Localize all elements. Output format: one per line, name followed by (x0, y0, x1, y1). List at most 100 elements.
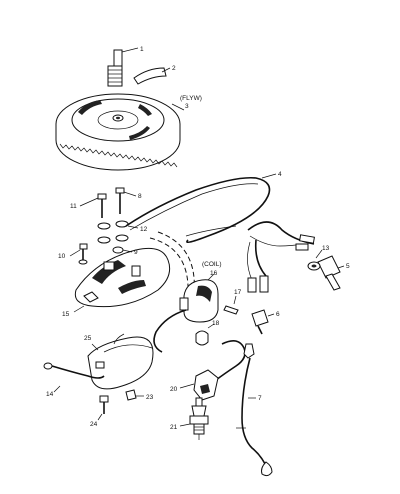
flywheel-nut (107, 65, 123, 87)
leader-5 (337, 265, 345, 269)
leader-24 (97, 413, 103, 421)
leader-20 (179, 383, 195, 389)
boot-group (179, 323, 246, 401)
spark-plug-terminal (195, 397, 203, 407)
switch-group (307, 249, 345, 291)
screw-24-head (99, 395, 109, 403)
small-parts-group (97, 389, 144, 421)
leader-17 (233, 295, 237, 305)
stop-wire-group (236, 343, 273, 477)
stator-coil-b (118, 280, 146, 294)
leader-4 (261, 173, 277, 179)
spark-plug-hex (189, 415, 209, 425)
leader-21 (179, 423, 191, 427)
label-10: 10 (58, 253, 66, 260)
leader-11 (79, 197, 99, 207)
label-8: 8 (138, 193, 142, 200)
screw-11-head (97, 193, 107, 200)
flywheel-group (55, 47, 185, 171)
clip-23 (125, 389, 137, 401)
pin-17 (223, 305, 239, 315)
label-23: 23 (146, 394, 154, 401)
screw-10-washer (78, 259, 88, 265)
label-3: 3 (185, 103, 189, 110)
leader-3 (171, 103, 185, 111)
label-15: 15 (62, 311, 70, 318)
flywheel-vent (138, 104, 152, 116)
bracket-group (43, 333, 154, 393)
plate-arm (113, 333, 125, 345)
coil-tab (179, 297, 189, 311)
ground-eyelet (43, 362, 53, 370)
harness-branch (185, 225, 237, 237)
label-12: 12 (140, 226, 148, 233)
switch-5-body (317, 255, 341, 279)
spark-plug-thread (193, 423, 205, 435)
label-11: 11 (70, 203, 77, 210)
stator-bracket (83, 291, 99, 303)
coil-shade (196, 285, 212, 302)
stator-plate (74, 247, 171, 308)
ground-wire (51, 365, 105, 379)
fastener-group (69, 187, 139, 265)
harness-terminal-b (295, 243, 309, 251)
washer-9 (112, 246, 124, 254)
leader-9 (122, 249, 133, 253)
screw-8-head (115, 187, 125, 194)
label-25: 25 (84, 335, 92, 342)
switch-5-stem (325, 273, 341, 291)
label-21: 21 (170, 424, 178, 431)
label-9: 9 (134, 249, 138, 256)
screw-10-head (79, 243, 88, 250)
flywheel-key (133, 67, 167, 85)
cap-6-pin (257, 325, 263, 335)
label-7: 7 (258, 395, 262, 402)
leader-16 (207, 273, 215, 281)
leader-14 (53, 385, 61, 393)
stop-wire-terminal (243, 343, 255, 359)
throttle-plate (87, 336, 154, 390)
label-5: 5 (346, 263, 350, 270)
cap-6-body (251, 309, 269, 327)
label-24: 24 (90, 421, 98, 428)
leader-15 (73, 305, 85, 313)
stator-group (73, 231, 195, 313)
label-18: 18 (212, 320, 220, 327)
flywheel-magnet-right (129, 126, 150, 140)
label-coil: (COIL) (202, 261, 222, 268)
leader-12 (127, 225, 139, 229)
label-13: 13 (322, 245, 330, 252)
label-2: 2 (172, 65, 176, 72)
harness-lead-d (247, 241, 253, 281)
harness-lead-c (254, 239, 267, 277)
plate-tab (95, 361, 105, 369)
leader-10 (69, 249, 81, 257)
stator-block (131, 265, 141, 277)
leader-1 (121, 47, 139, 53)
washer-12c (97, 236, 111, 244)
leader-6 (267, 313, 275, 317)
label-14: 14 (46, 391, 54, 398)
coil-group (153, 273, 219, 353)
harness-terminal-a (299, 234, 315, 244)
flywheel-hub-hole (116, 116, 120, 120)
spark-plug-group (179, 397, 209, 440)
wire-harness-group (125, 173, 315, 293)
stop-wire-lead (241, 357, 269, 471)
washer-12a (97, 222, 111, 230)
label-20: 20 (170, 386, 178, 393)
label-4: 4 (278, 171, 282, 178)
harness-second-wire (129, 183, 259, 231)
harness-terminal-c (259, 275, 269, 293)
leader-25 (91, 343, 99, 351)
spark-plug-insulator (191, 405, 207, 417)
leader-13 (315, 249, 323, 259)
leader-18 (207, 323, 215, 329)
stop-wire-eyelet (261, 461, 273, 477)
ring-gear-teeth (59, 143, 178, 168)
stator-terminal (103, 261, 115, 271)
callout-labels: 1 2 (FLYW) 3 4 5 6 7 8 9 10 11 12 13 14 … (46, 46, 350, 431)
label-1: 1 (140, 46, 144, 53)
harness-terminal-d (247, 277, 257, 293)
